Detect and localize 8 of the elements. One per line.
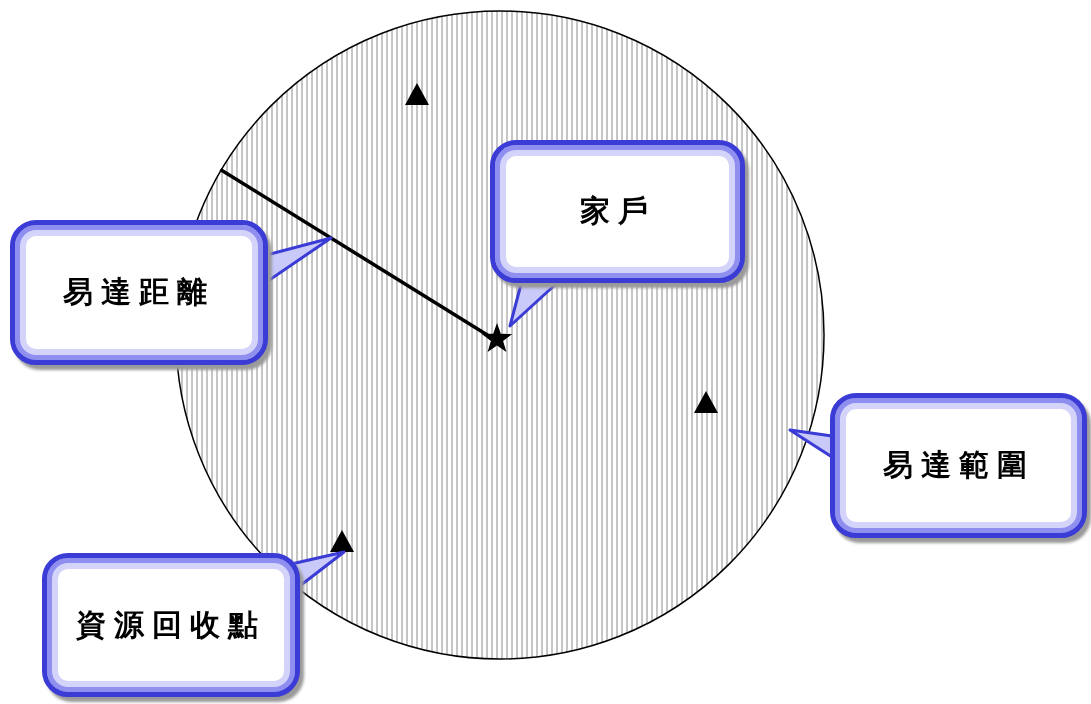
callout-text: 家戶 xyxy=(579,192,656,230)
callout-box xyxy=(10,220,268,365)
callout-box xyxy=(490,140,745,283)
callout-text: 易達範圍 xyxy=(882,446,1035,484)
callout-text: 資源回收點 xyxy=(76,605,266,644)
callout-text: 易達距離 xyxy=(63,273,215,311)
callout-box xyxy=(830,393,1087,538)
callout-box xyxy=(42,553,300,697)
